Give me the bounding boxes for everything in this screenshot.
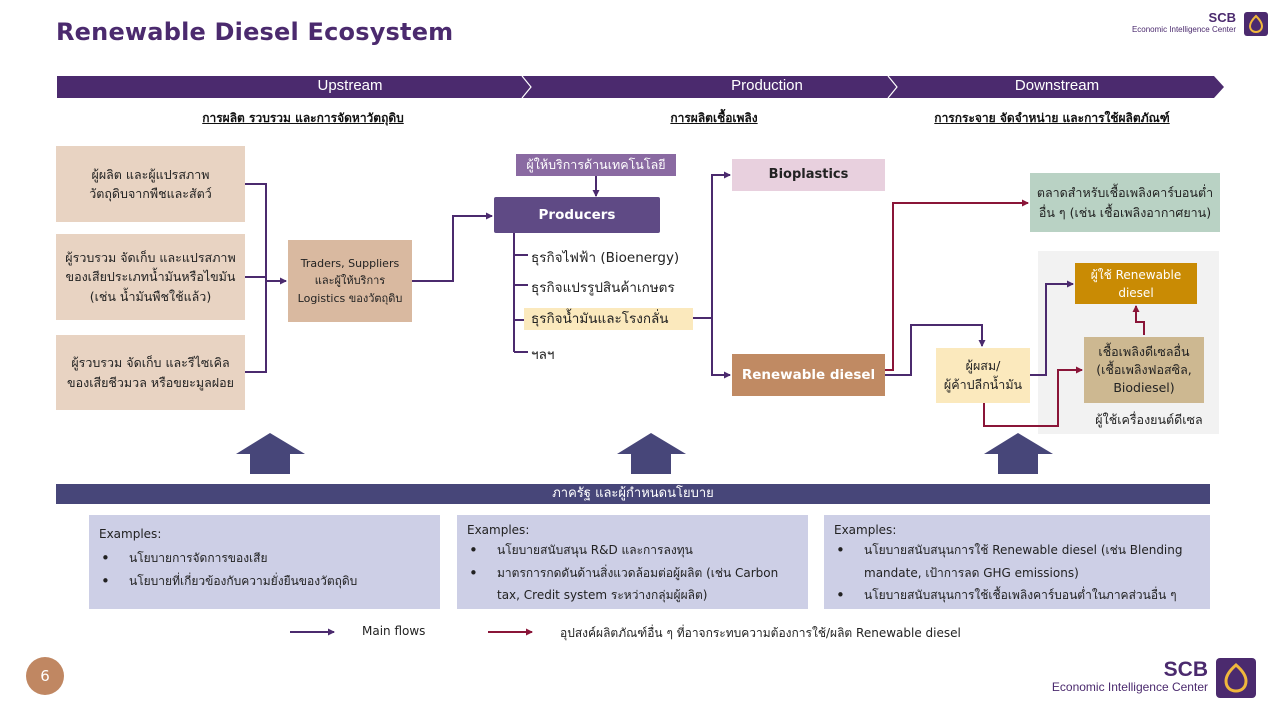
flow-arrow xyxy=(412,212,493,282)
traders-line: Logistics ของวัตถุดิบ xyxy=(297,291,403,305)
brand-logo-large: SCB Economic Intelligence Center xyxy=(1036,658,1256,698)
other-demand-arrow xyxy=(1132,305,1145,335)
stage-downstream-subtitle: การกระจาย จัดจำหน่าย และการใช้ผลิตภัณฑ์ xyxy=(934,111,1170,125)
business-item-power: ธุรกิจไฟฟ้า (Bioenergy) xyxy=(531,250,680,266)
stage-production-subtitle: การผลิตเชื้อเพลิง xyxy=(670,111,758,125)
policy-item: นโยบายสนับสนุน R&D และการลงทุน xyxy=(467,539,798,562)
brand-unit: Economic Intelligence Center xyxy=(1131,25,1236,34)
bioplastics-box: Bioplastics xyxy=(732,159,885,191)
blender-line: ผู้ผสม/ xyxy=(965,358,1001,374)
legend-main-label: Main flows xyxy=(362,624,426,638)
policy-makers-bar: ภาครัฐ และผู้กำหนดนโยบาย xyxy=(56,484,1210,504)
policy-panel-production: Examples: นโยบายสนับสนุน R&D และการลงทุน… xyxy=(457,515,808,609)
policy-item: นโยบายที่เกี่ยวข้องกับความยั่งยืนของวัตถ… xyxy=(99,570,430,593)
scb-logo-icon xyxy=(1216,658,1256,698)
market-line: ตลาดสำหรับเชื้อเพลิงคาร์บอนต่ำ xyxy=(1036,185,1214,201)
stage-divider xyxy=(887,75,898,99)
producers-box: Producers xyxy=(494,197,660,233)
source-box-biomass-waste: ผู้รวบรวม จัดเก็บ และรีไซเคิลของเสียชีวม… xyxy=(56,335,245,410)
panel-heading: Examples: xyxy=(467,523,530,537)
other-diesel-box: เชื้อเพลิงดีเซลอื่น (เชื้อเพลิงฟอสซิล, Bio… xyxy=(1084,337,1204,403)
stage-downstream-label: Downstream xyxy=(1014,77,1100,94)
panel-heading: Examples: xyxy=(834,523,897,537)
renewable-diesel-box: Renewable diesel xyxy=(732,354,885,396)
policy-item: มาตรการกดดันด้านสิ่งแวดล้อมต่อผู้ผลิต (เ… xyxy=(467,562,798,607)
market-line: อื่น ๆ (เช่น เชื้อเพลิงอากาศยาน) xyxy=(1038,204,1212,220)
policy-item: นโยบายสนับสนุนการใช้ Renewable diesel (เ… xyxy=(834,539,1200,584)
policy-up-arrow xyxy=(984,433,1053,474)
business-item-agro: ธุรกิจแปรรูปสินค้าเกษตร xyxy=(531,280,675,296)
policy-up-arrow xyxy=(617,433,686,474)
flow-arrow xyxy=(1030,280,1074,376)
scb-logo-icon xyxy=(1244,12,1268,36)
stage-divider xyxy=(521,75,532,99)
stage-upstream-subtitle: การผลิต รวบรวม และการจัดหาวัตถุดิบ xyxy=(202,111,404,125)
source-line: วัตถุดิบจากพืชและสัตว์ xyxy=(89,186,212,201)
traders-line: Traders, Suppliers xyxy=(300,257,400,271)
stage-production-arrow xyxy=(522,76,897,98)
source-line: ผู้รวบรวม จัดเก็บ และแปรสภาพ xyxy=(65,249,236,265)
rd-user-line: diesel xyxy=(1118,285,1154,300)
page-number: 6 xyxy=(26,657,64,695)
business-item-refinery: ธุรกิจน้ำมันและโรงกลั่น xyxy=(524,308,693,330)
diesel-engine-users-label: ผู้ใช้เครื่องยนต์ดีเซล xyxy=(1095,412,1203,427)
policy-item: นโยบายการจัดการของเสีย xyxy=(99,547,430,570)
tech-provider-box: ผู้ให้บริการด้านเทคโนโลยี xyxy=(516,154,676,176)
brand-name: SCB xyxy=(1208,10,1236,25)
policy-panel-downstream: Examples: นโยบายสนับสนุนการใช้ Renewable… xyxy=(824,515,1210,609)
flow-arrow xyxy=(711,318,731,379)
source-line: ผู้รวบรวม จัดเก็บ และรีไซเคิล xyxy=(71,355,230,371)
traders-line: และผู้ให้บริการ xyxy=(314,274,386,288)
policy-panel-upstream: Examples: นโยบายการจัดการของเสีย นโยบายท… xyxy=(89,515,440,609)
source-line: ของเสียประเภทน้ำมันหรือไขมัน xyxy=(65,269,236,285)
renewable-diesel-user-box: ผู้ใช้ Renewable diesel xyxy=(1075,263,1197,304)
stage-banner xyxy=(57,75,1224,99)
other-diesel-line: เชื้อเพลิงดีเซลอื่น xyxy=(1098,343,1190,359)
blender-line: ผู้ค้าปลีกน้ำมัน xyxy=(943,376,1023,392)
policy-up-arrow xyxy=(236,433,305,474)
panel-heading: Examples: xyxy=(99,527,162,541)
blender-retailer-box: ผู้ผสม/ผู้ค้าปลีกน้ำมัน xyxy=(936,348,1030,403)
brand-logo-small: SCB Economic Intelligence Center xyxy=(1132,10,1268,38)
stage-downstream-arrow xyxy=(888,76,1224,98)
stage-upstream-arrow xyxy=(57,76,531,98)
business-item-etc: ฯลฯ xyxy=(531,347,555,363)
flow-arrow xyxy=(885,324,986,376)
rd-user-line: ผู้ใช้ Renewable xyxy=(1090,267,1182,282)
source-line: (เช่น น้ำมันพืชใช้แล้ว) xyxy=(89,288,212,304)
source-box-crops-animals: ผู้ผลิต และผู้แปรสภาพวัตถุดิบจากพืชและสั… xyxy=(56,146,245,222)
other-diesel-line: (เชื้อเพลิงฟอสซิล, xyxy=(1096,361,1192,377)
brand-name: SCB xyxy=(1163,658,1208,681)
flow-arrow xyxy=(711,171,731,318)
other-demand-arrow xyxy=(983,366,1083,427)
policy-item: นโยบายสนับสนุนการใช้เชื้อเพลิงคาร์บอนต่ำ… xyxy=(834,584,1200,607)
source-box-waste-oil: ผู้รวบรวม จัดเก็บ และแปรสภาพของเสียประเภ… xyxy=(56,234,245,320)
other-demand-arrow xyxy=(885,199,1029,371)
brand-unit: Economic Intelligence Center xyxy=(1051,680,1208,694)
source-line: ของเสียชีวมวล หรือขยะมูลฝอย xyxy=(67,374,234,390)
stage-production-label: Production xyxy=(731,77,803,94)
other-diesel-line: Biodiesel) xyxy=(1113,380,1175,396)
stage-upstream-label: Upstream xyxy=(317,77,383,94)
legend-other-label: อุปสงค์ผลิตภัณฑ์อื่น ๆ ที่อาจกระทบความต้… xyxy=(560,626,961,640)
traders-box: Traders, Suppliers และผู้ให้บริการ Logisti… xyxy=(288,240,412,322)
source-line: ผู้ผลิต และผู้แปรสภาพ xyxy=(91,166,210,182)
low-carbon-market-box: ตลาดสำหรับเชื้อเพลิงคาร์บอนต่ำอื่น ๆ (เช… xyxy=(1030,173,1220,232)
page-title: Renewable Diesel Ecosystem xyxy=(56,18,454,46)
